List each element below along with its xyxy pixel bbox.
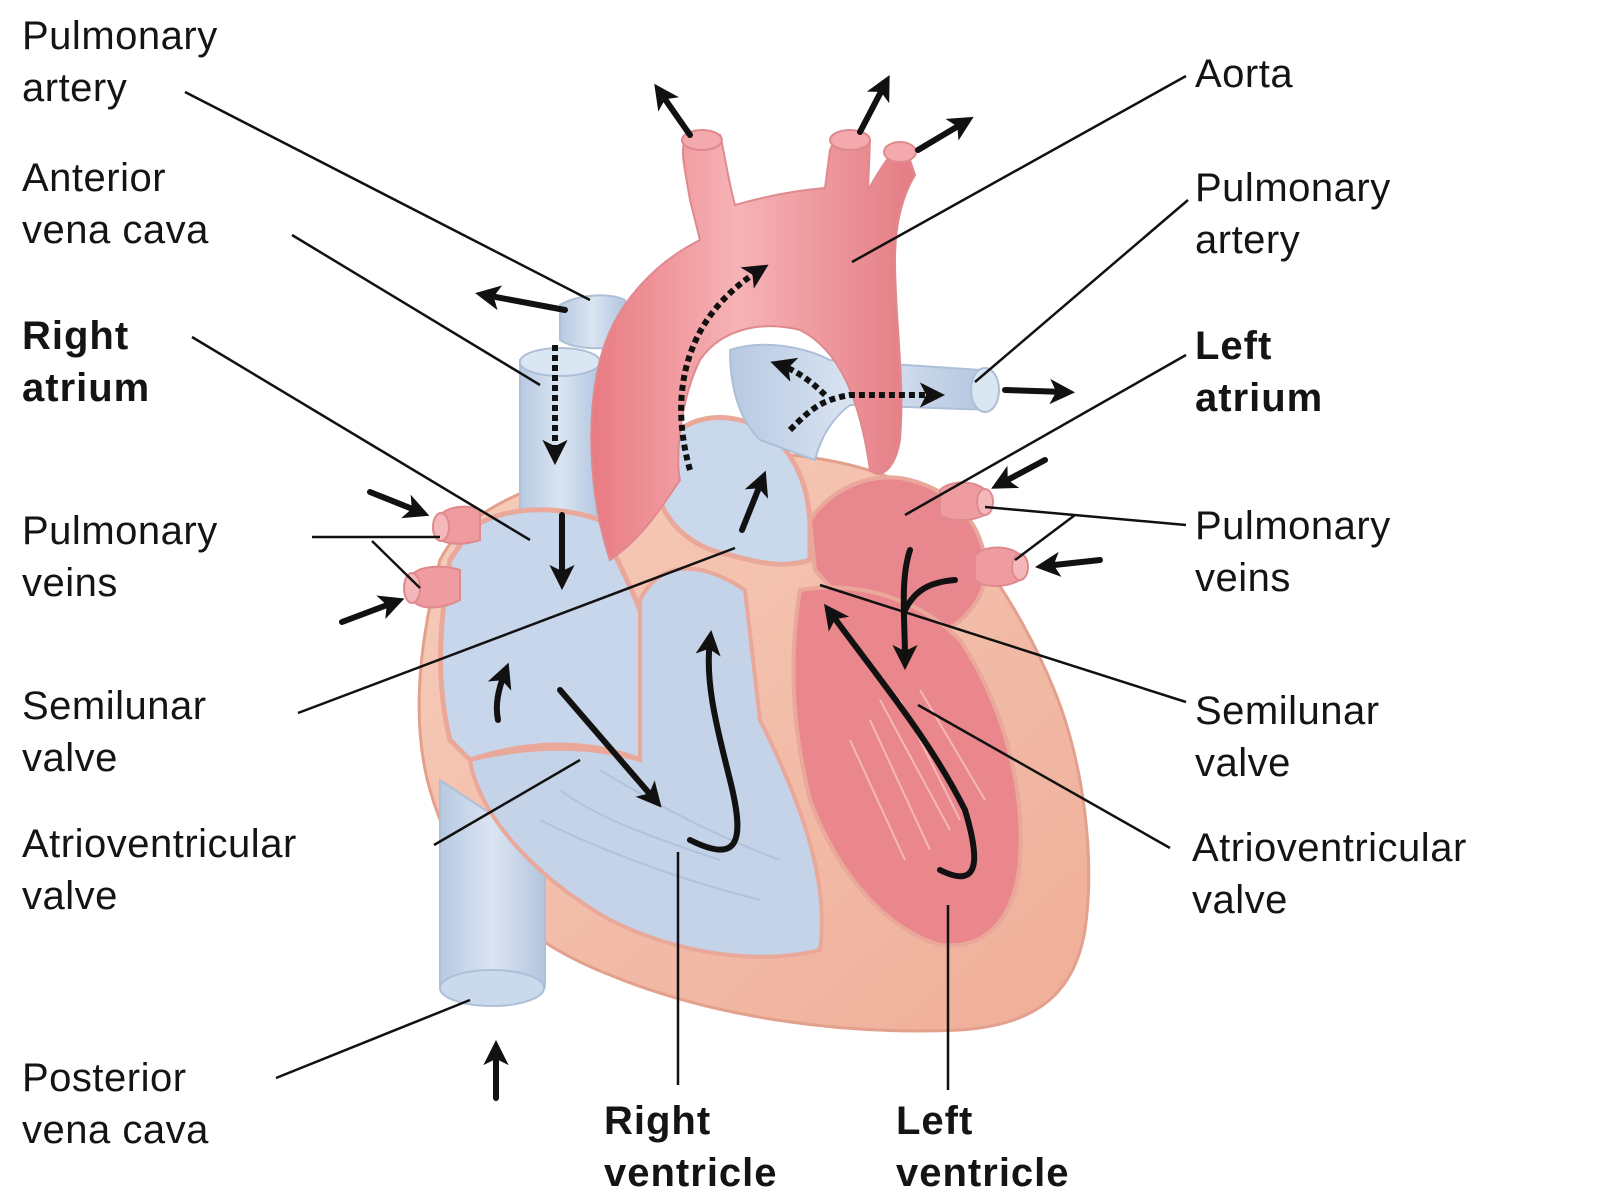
label-left-atrium: Left atrium	[1195, 320, 1323, 424]
label-right-ventricle: Right ventricle	[604, 1095, 778, 1199]
label-av-valve-left: Atrioventricular valve	[22, 818, 297, 922]
label-posterior-vena-cava: Posterior vena cava	[22, 1052, 209, 1156]
label-line: veins	[22, 561, 118, 605]
label-line: Semilunar	[22, 684, 207, 728]
label-line: artery	[22, 66, 128, 110]
leader-lines	[184, 74, 1189, 1090]
label-line: Anterior	[22, 156, 167, 200]
label-line: Pulmonary	[1195, 504, 1391, 548]
label-line: ventricle	[896, 1151, 1070, 1195]
label-pulmonary-veins-right: Pulmonary veins	[1195, 500, 1391, 604]
label-line: Left	[1195, 324, 1273, 368]
label-line: vena cava	[22, 1108, 209, 1152]
label-line: Atrioventricular	[1192, 826, 1467, 870]
label-line: Left	[896, 1099, 974, 1143]
label-line: veins	[1195, 556, 1291, 600]
label-line: Right	[22, 314, 130, 358]
label-left-ventricle: Left ventricle	[896, 1095, 1070, 1199]
label-line: Pulmonary	[22, 14, 218, 58]
label-line: valve	[22, 736, 118, 780]
blood-flow-arrows	[339, 75, 1103, 1101]
label-aorta: Aorta	[1195, 48, 1293, 100]
label-line: vena cava	[22, 208, 209, 252]
label-semilunar-valve-right: Semilunar valve	[1195, 685, 1380, 789]
label-line: Pulmonary	[1195, 166, 1391, 210]
label-line: valve	[1192, 878, 1288, 922]
label-line: Pulmonary	[22, 509, 218, 553]
label-line: Right	[604, 1099, 712, 1143]
label-line: valve	[22, 874, 118, 918]
left-ventricle-chamber	[791, 585, 1023, 948]
label-line: Atrioventricular	[22, 822, 297, 866]
label-pulmonary-artery-left: Pulmonary artery	[22, 10, 218, 114]
label-line: Semilunar	[1195, 689, 1380, 733]
aorta-vessel	[590, 133, 917, 562]
label-av-valve-right: Atrioventricular valve	[1192, 822, 1467, 926]
right-ventricle-chamber	[467, 566, 824, 959]
label-line: Posterior	[22, 1056, 187, 1100]
label-pulmonary-artery-right: Pulmonary artery	[1195, 162, 1391, 266]
label-line: atrium	[1195, 376, 1324, 420]
label-line: valve	[1195, 741, 1291, 785]
label-line: atrium	[22, 366, 151, 410]
label-pulmonary-veins-left: Pulmonary veins	[22, 505, 218, 609]
label-anterior-vena-cava: Anterior vena cava	[22, 152, 209, 256]
label-right-atrium: Right atrium	[22, 310, 150, 414]
label-line: ventricle	[604, 1151, 778, 1195]
label-line: Aorta	[1195, 52, 1294, 96]
anterior-vena-cava-vessel	[519, 359, 601, 521]
label-line: artery	[1195, 218, 1301, 262]
label-semilunar-valve-left: Semilunar valve	[22, 680, 207, 784]
